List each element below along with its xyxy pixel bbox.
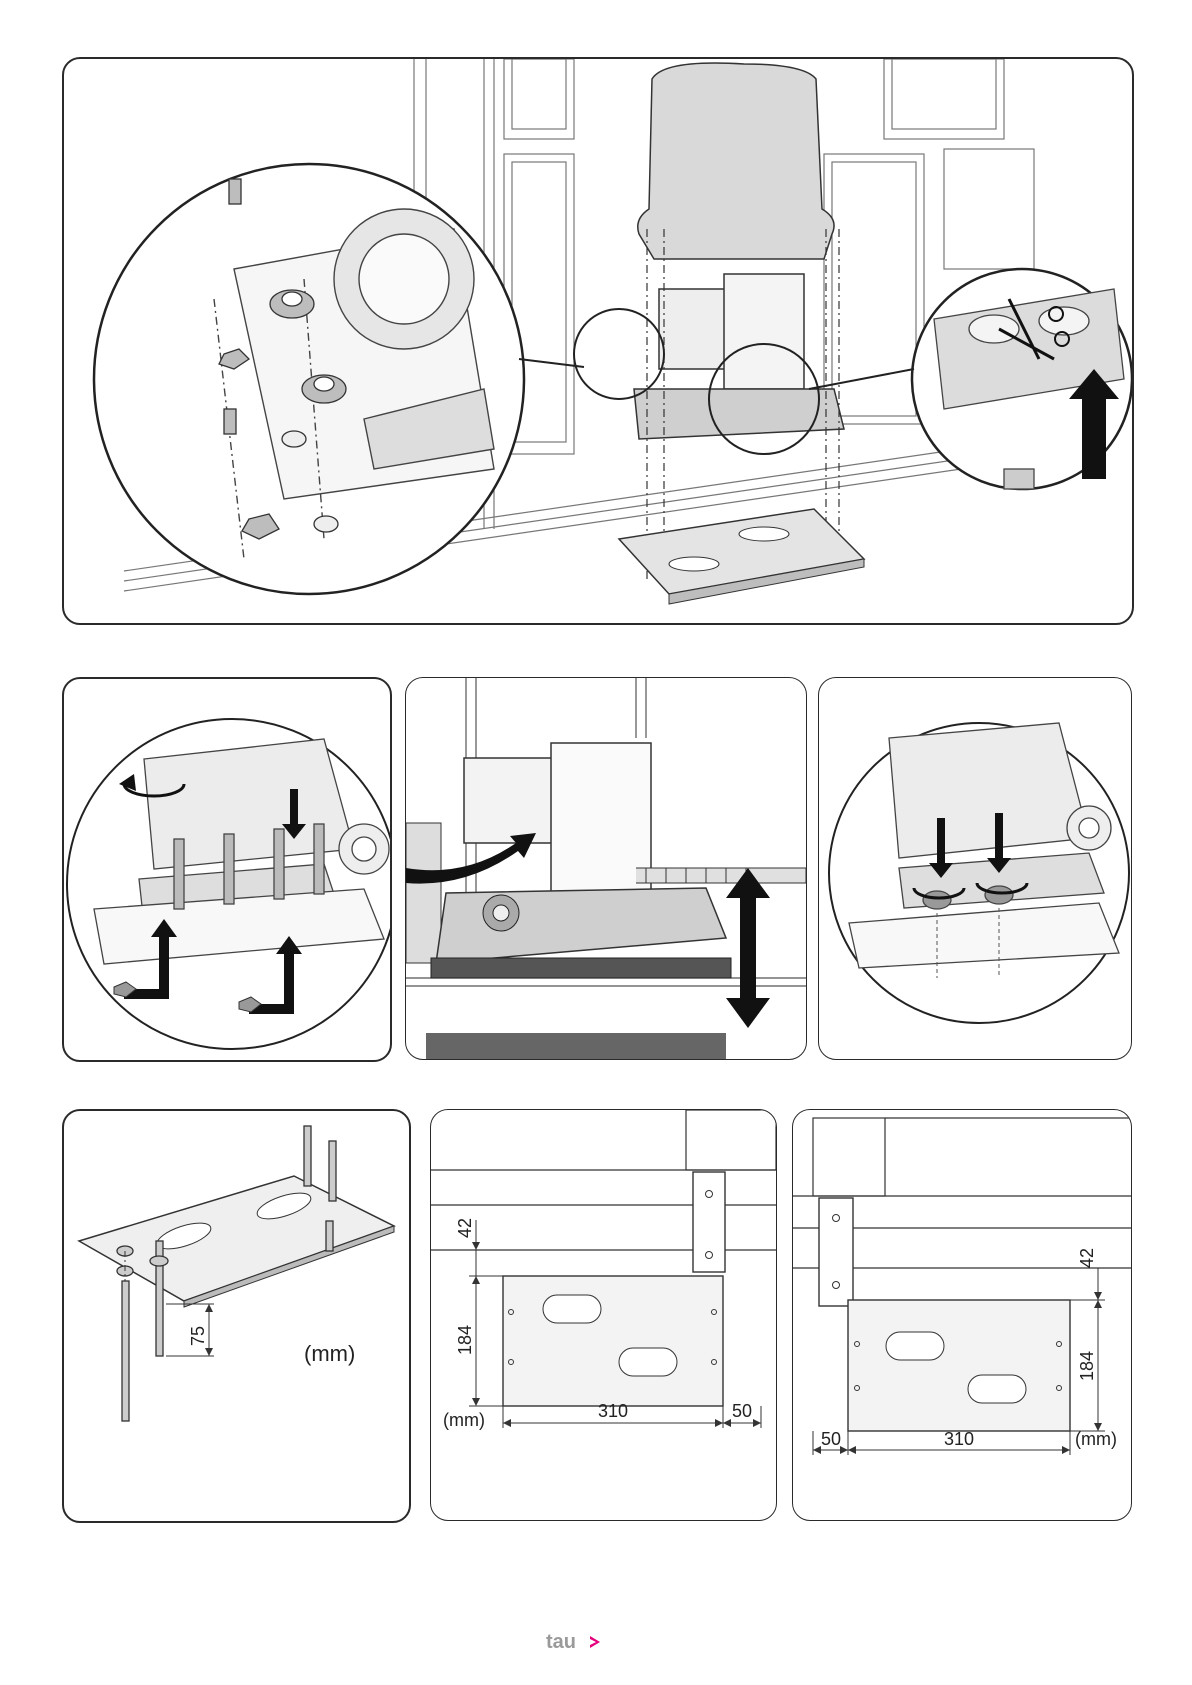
base-nuts-panel: [62, 677, 392, 1062]
chevron-right-icon: [590, 1636, 600, 1648]
unit-label: (mm): [443, 1410, 485, 1430]
plate-layout-left-panel: 42 184 310 50 (mm): [430, 1109, 777, 1521]
plate-layout-right-drawing: 42 184 310 50 (mm): [793, 1110, 1131, 1520]
logo-text: tau: [546, 1631, 576, 1653]
height-adjust-panel: [405, 677, 807, 1060]
base-nuts-illustration: [64, 679, 390, 1060]
dim-42-label: 42: [455, 1218, 475, 1238]
unit-label: (mm): [1075, 1429, 1117, 1449]
tighten-nuts-illustration: [819, 678, 1131, 1059]
height-adjust-illustration: [406, 678, 806, 1059]
dim-310-label: 310: [598, 1401, 628, 1421]
foundation-plate-illustration: 75 (mm): [64, 1111, 409, 1521]
dim-50-label: 50: [821, 1429, 841, 1449]
dim-184-label: 184: [1077, 1351, 1097, 1381]
dim-310-label: 310: [944, 1429, 974, 1449]
plate-layout-left-drawing: 42 184 310 50 (mm): [431, 1110, 776, 1520]
foundation-plate-panel: 75 (mm): [62, 1109, 411, 1523]
motor-assembly-panel: [62, 57, 1134, 625]
dim-184-label: 184: [455, 1325, 475, 1355]
dim-50-label: 50: [732, 1401, 752, 1421]
bolt-length-label: 75: [188, 1326, 208, 1346]
unit-label: (mm): [304, 1341, 355, 1366]
tighten-nuts-panel: [818, 677, 1132, 1060]
plate-layout-right-panel: 42 184 310 50 (mm): [792, 1109, 1132, 1521]
dim-42-label: 42: [1077, 1248, 1097, 1268]
tau-logo: tau: [546, 1630, 610, 1654]
motor-assembly-illustration: [64, 59, 1132, 623]
